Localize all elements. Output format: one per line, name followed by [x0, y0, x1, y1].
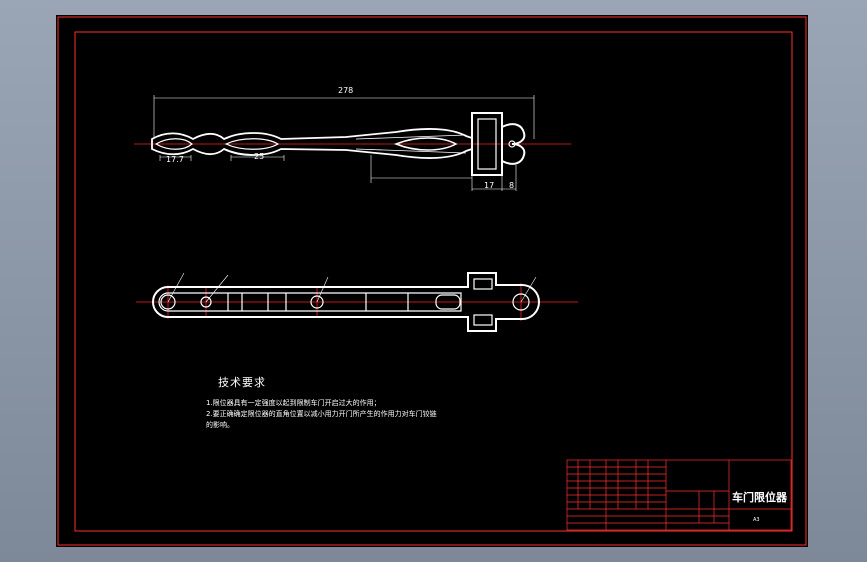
tech-requirements-title: 技术要求 [218, 376, 266, 389]
lens-2 [224, 138, 280, 150]
inner-border [74, 31, 793, 532]
plan-view [136, 272, 578, 332]
dim-mid-text: 25 [254, 152, 265, 161]
hole-3 [310, 295, 324, 309]
leader [316, 276, 329, 303]
clip-pin [508, 140, 516, 148]
dim-head-width-text: 17 [484, 181, 495, 190]
paper-size: A3 [753, 517, 760, 523]
plan-inner [158, 292, 462, 312]
outer-border [57, 16, 807, 546]
tech-note-1: 1.限位器具有一定强度以起到限制车门开启过大的作用； [206, 399, 381, 407]
hole-4 [512, 293, 530, 311]
dim-head-gap-text: 8 [509, 181, 515, 190]
hole-2 [200, 296, 212, 308]
leader [205, 274, 229, 303]
arm-edges [355, 134, 467, 154]
lens-1 [154, 138, 193, 150]
leader [520, 276, 537, 303]
head-tab [473, 314, 493, 326]
dim-hole-text: 17.7 [166, 155, 184, 164]
tech-note-2: 2.要正确确定限位器的直角位置以减小用力开门所产生的作用力对车门铰链 [206, 410, 437, 418]
dim-overall-text: 278 [338, 86, 354, 95]
head-inner [477, 118, 497, 170]
head-clip [501, 123, 526, 165]
head-tab [473, 278, 493, 290]
title-block [566, 459, 792, 531]
arm-profile [151, 128, 473, 159]
tech-note-3: 的影响。 [206, 421, 234, 429]
slot [435, 294, 461, 310]
part-name: 车门限位器 [732, 491, 787, 504]
drawing-canvas [57, 16, 807, 546]
hole-1 [160, 294, 176, 310]
leader [167, 272, 185, 303]
lens-3 [393, 137, 458, 151]
plan-outline [152, 272, 540, 332]
top-view [134, 95, 571, 191]
drawing-sheet: 278 17.7 25 17 8 技术要求 1.限位器具有一定强度以起到限制车门… [56, 15, 808, 547]
